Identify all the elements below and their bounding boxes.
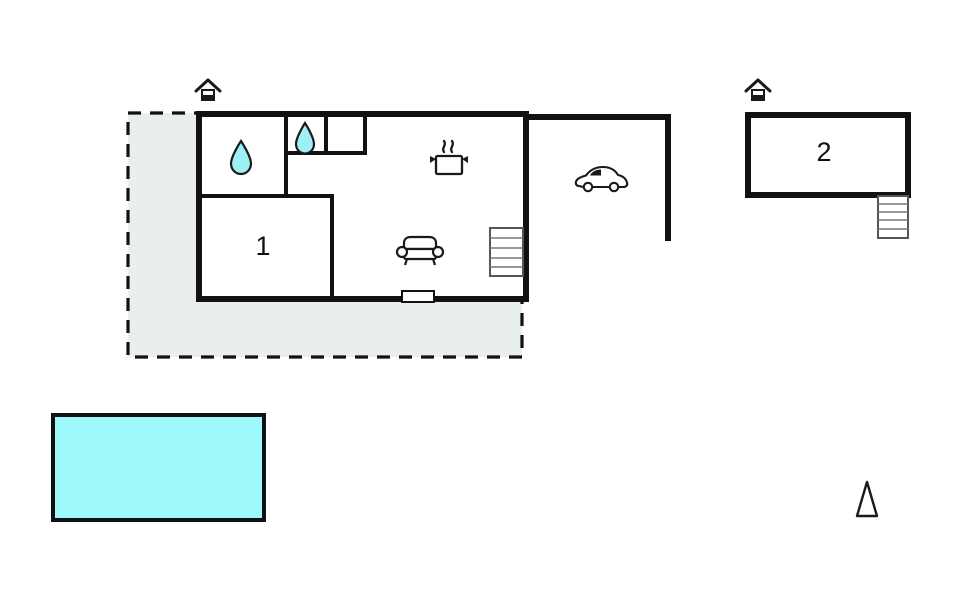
sofa-icon bbox=[395, 235, 445, 266]
pot-body bbox=[434, 154, 464, 176]
swimming-pool bbox=[51, 413, 266, 522]
sofa-arm-left bbox=[395, 245, 409, 259]
sofa-leg-left bbox=[403, 258, 409, 266]
pot-steam-right bbox=[450, 139, 454, 154]
terrace-dashed-outline bbox=[126, 111, 524, 359]
house-door bbox=[203, 91, 213, 95]
cooking-pot-icon bbox=[430, 139, 468, 176]
carport bbox=[526, 114, 671, 241]
north-arrow-triangle bbox=[855, 480, 879, 518]
car-icon bbox=[574, 165, 629, 193]
building-1-interior-walls bbox=[200, 114, 367, 299]
house-entrance-icon-building-1 bbox=[194, 78, 222, 101]
car-wheel-rear bbox=[608, 181, 620, 193]
car-window-front bbox=[590, 169, 601, 176]
house-entrance-icon-building-2 bbox=[744, 78, 772, 101]
stairs-treads bbox=[878, 203, 908, 230]
water-drop-icon-bathroom-large bbox=[229, 139, 253, 176]
sofa-leg-right bbox=[431, 258, 437, 266]
sofa-arm-right bbox=[431, 245, 445, 259]
pool-rectangle bbox=[51, 413, 266, 522]
building-2-stairs-icon bbox=[877, 195, 909, 239]
entrance-door-icon bbox=[401, 290, 435, 303]
pot-handle-left bbox=[430, 156, 436, 163]
building-1-outer-wall bbox=[196, 111, 529, 302]
building-1-walls bbox=[196, 111, 529, 302]
house-roof bbox=[194, 78, 222, 93]
room-number-1: 1 bbox=[255, 231, 270, 261]
pot-handle-right bbox=[462, 156, 468, 163]
house-roof bbox=[744, 78, 772, 93]
car-wheel-front bbox=[582, 181, 594, 193]
building-2-walls bbox=[745, 112, 911, 198]
stairs-outline bbox=[877, 195, 909, 239]
sofa-back bbox=[402, 235, 438, 251]
building-1-stairs-icon bbox=[489, 227, 524, 277]
north-arrow-icon bbox=[855, 480, 879, 518]
stairs-treads bbox=[490, 237, 523, 268]
door-opening bbox=[401, 290, 435, 303]
sofa-seat bbox=[402, 247, 438, 261]
water-drop-icon-bathroom-small bbox=[294, 120, 316, 155]
room-number-2: 2 bbox=[816, 137, 831, 167]
car-body bbox=[574, 165, 629, 189]
pot-steam-left bbox=[442, 139, 446, 154]
water-drop-shape bbox=[229, 139, 253, 176]
water-drop-shape bbox=[294, 120, 316, 155]
house-door bbox=[753, 91, 763, 95]
building-2-outer-wall bbox=[745, 112, 911, 198]
stairs-outline bbox=[489, 227, 524, 277]
